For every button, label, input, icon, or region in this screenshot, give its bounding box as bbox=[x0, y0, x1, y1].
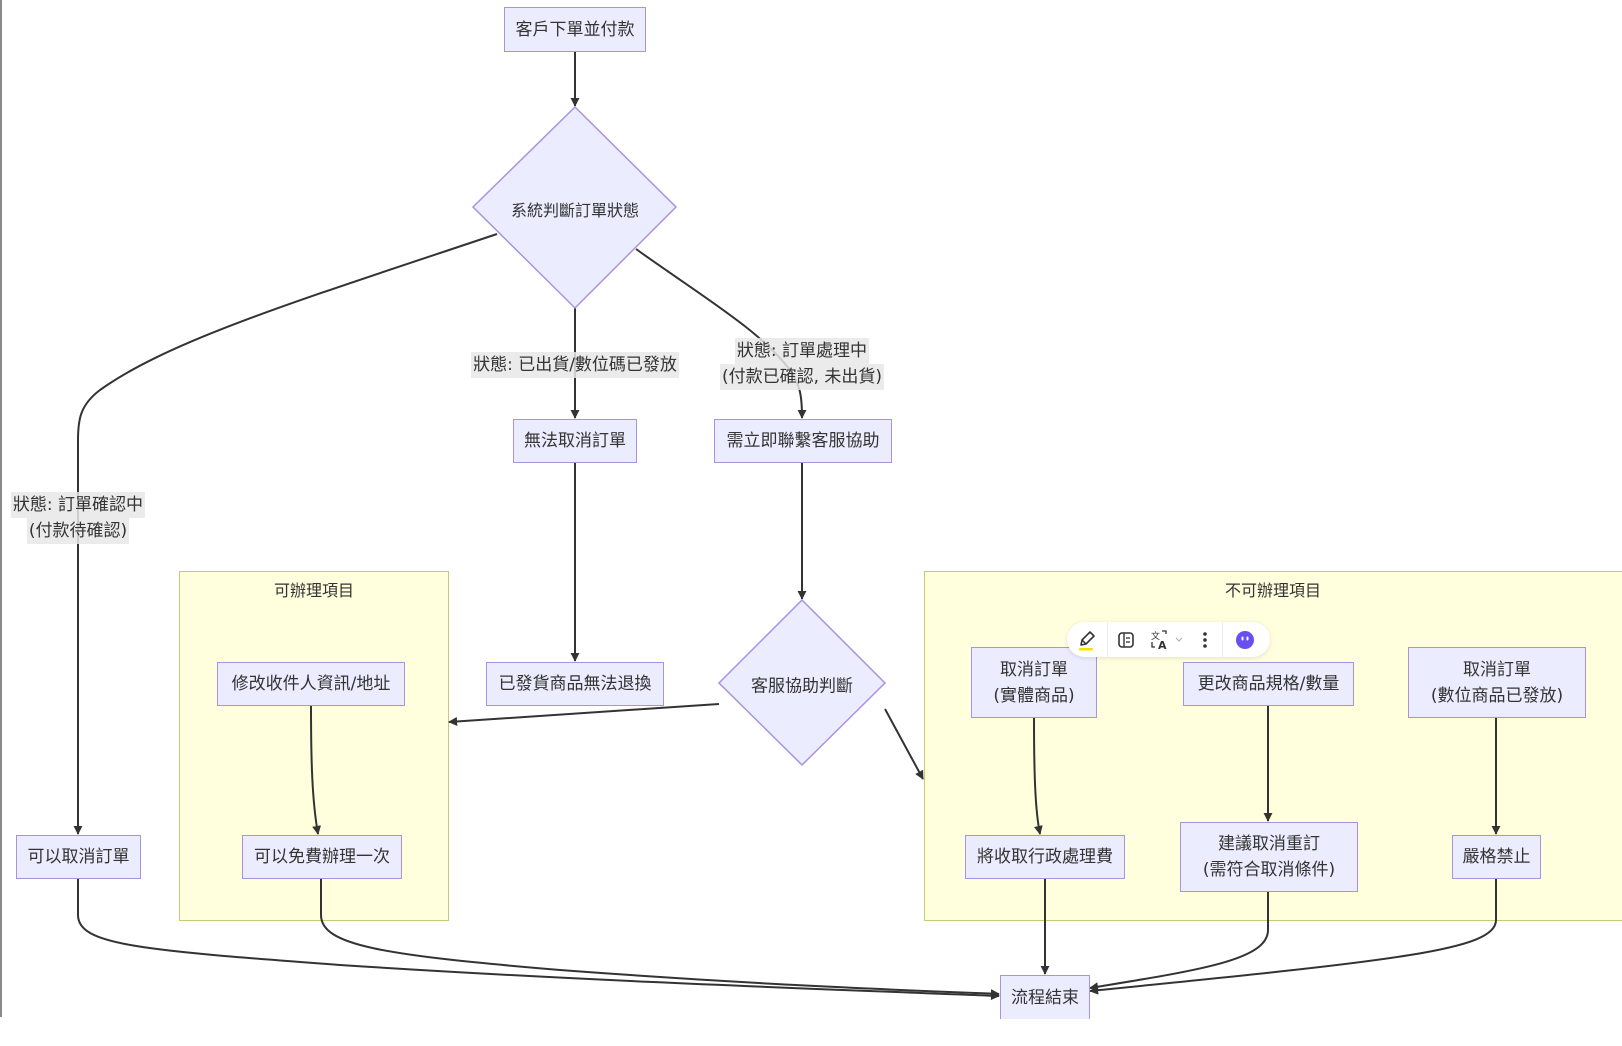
edge-label-confirming: 狀態: 訂單確認中 (付款待確認) bbox=[10, 492, 146, 544]
cluster-not-allowed-title: 不可辦理項目 bbox=[1224, 581, 1321, 600]
decision-cs-diamond[interactable] bbox=[717, 598, 887, 767]
node-admin-fee[interactable]: 將收取行政處理費 bbox=[965, 835, 1125, 879]
edge-modify-to-free bbox=[310, 704, 322, 835]
edge-label-shipped: 狀態: 已出貨/數位碼已發放 bbox=[471, 352, 679, 378]
node-strictly-forbidden[interactable]: 嚴格禁止 bbox=[1452, 835, 1541, 879]
node-can-cancel[interactable]: 可以取消訂單 bbox=[16, 835, 141, 879]
more-vertical-icon bbox=[1203, 631, 1207, 648]
edge-decision-to-contact-cs bbox=[635, 248, 807, 419]
edge-label-confirming-line1: 狀態: 訂單確認中 bbox=[10, 492, 146, 518]
edge-forbidden-to-end bbox=[1089, 878, 1497, 995]
toolbar-separator bbox=[1107, 622, 1108, 657]
edge-label-confirming-line2: (付款待確認) bbox=[26, 518, 130, 544]
node-contact-cs[interactable]: 需立即聯繫客服協助 bbox=[714, 419, 892, 463]
decision-system-diamond[interactable] bbox=[471, 105, 678, 310]
window-left-border bbox=[0, 0, 2, 1017]
node-free-once-label: 可以免費辦理一次 bbox=[254, 847, 390, 867]
translate-icon: 文 A bbox=[1151, 630, 1167, 651]
node-cancel-physical[interactable]: 取消訂單 (實體商品) bbox=[971, 647, 1097, 718]
assistant-button[interactable] bbox=[1223, 622, 1267, 657]
edge-decision-to-can-cancel bbox=[73, 233, 498, 835]
edge-label-processing-line2: (付款已確認, 未出貨) bbox=[719, 364, 885, 390]
node-contact-cs-label: 需立即聯繫客服協助 bbox=[726, 431, 880, 451]
edge-cancel-physical-to-fee bbox=[1033, 716, 1043, 835]
highlight-button[interactable] bbox=[1067, 622, 1107, 657]
svg-text:A: A bbox=[1158, 639, 1167, 651]
node-shipped-no-return-label: 已發貨商品無法退換 bbox=[498, 674, 652, 694]
node-end-label: 流程結束 bbox=[1011, 987, 1079, 1008]
edge-can-cancel-to-end bbox=[77, 878, 1000, 1001]
assistant-icon bbox=[1236, 630, 1254, 649]
chevron-down-icon bbox=[1175, 637, 1182, 642]
node-suggest-reorder-line1: 建議取消重訂 bbox=[1218, 834, 1320, 854]
node-can-cancel-label: 可以取消訂單 bbox=[27, 847, 130, 867]
node-shipped-no-return[interactable]: 已發貨商品無法退換 bbox=[486, 662, 664, 706]
edge-decision-cs-to-not-allowed bbox=[884, 708, 924, 780]
node-cannot-cancel-label: 無法取消訂單 bbox=[524, 431, 626, 451]
edge-label-processing-line1: 狀態: 訂單處理中 bbox=[734, 338, 870, 364]
node-change-spec[interactable]: 更改商品規格/數量 bbox=[1183, 662, 1354, 706]
node-strictly-forbidden-label: 嚴格禁止 bbox=[1462, 847, 1531, 867]
node-end[interactable]: 流程結束 bbox=[1000, 975, 1090, 1019]
node-cancel-physical-line2: (實體商品) bbox=[993, 685, 1075, 706]
node-cancel-digital-line2: (數位商品已發放) bbox=[1430, 685, 1564, 706]
node-cannot-cancel[interactable]: 無法取消訂單 bbox=[513, 419, 637, 463]
edge-reorder-to-end bbox=[1089, 891, 1269, 992]
toolbar-separator bbox=[1222, 622, 1223, 657]
node-free-once[interactable]: 可以免費辦理一次 bbox=[242, 835, 402, 879]
node-suggest-reorder[interactable]: 建議取消重訂 (需符合取消條件) bbox=[1180, 822, 1358, 892]
notebook-button[interactable] bbox=[1108, 622, 1144, 657]
edge-label-processing: 狀態: 訂單處理中 (付款已確認, 未出貨) bbox=[719, 338, 885, 390]
notebook-icon bbox=[1118, 631, 1134, 648]
edge-decision-cs-to-allowed bbox=[448, 703, 720, 726]
node-cancel-digital[interactable]: 取消訂單 (數位商品已發放) bbox=[1408, 647, 1586, 718]
highlighter-icon bbox=[1079, 630, 1095, 650]
node-suggest-reorder-line2: (需符合取消條件) bbox=[1202, 860, 1336, 880]
node-cancel-physical-line1: 取消訂單 bbox=[1000, 659, 1068, 680]
node-cancel-digital-line1: 取消訂單 bbox=[1463, 659, 1531, 680]
node-modify-recipient-label: 修改收件人資訊/地址 bbox=[231, 674, 391, 694]
decision-system-label: 系統判斷訂單狀態 bbox=[510, 201, 640, 220]
more-options-button[interactable] bbox=[1188, 622, 1222, 657]
node-modify-recipient[interactable]: 修改收件人資訊/地址 bbox=[217, 662, 405, 706]
node-start-label: 客戶下單並付款 bbox=[515, 19, 635, 40]
node-start[interactable]: 客戶下單並付款 bbox=[504, 7, 646, 52]
edge-label-shipped-text: 狀態: 已出貨/數位碼已發放 bbox=[471, 352, 679, 378]
translate-button[interactable]: 文 A bbox=[1144, 622, 1188, 657]
node-admin-fee-label: 將收取行政處理費 bbox=[977, 847, 1113, 867]
node-change-spec-label: 更改商品規格/數量 bbox=[1197, 674, 1340, 694]
svg-text:文: 文 bbox=[1151, 630, 1160, 642]
edge-free-to-end bbox=[320, 878, 1000, 999]
decision-cs-label: 客服協助判斷 bbox=[751, 676, 853, 697]
floating-toolbar: 文 A bbox=[1067, 622, 1270, 657]
cluster-allowed-title: 可辦理項目 bbox=[273, 581, 354, 600]
